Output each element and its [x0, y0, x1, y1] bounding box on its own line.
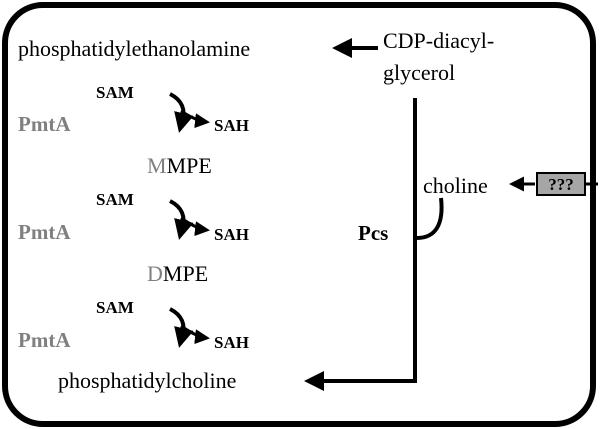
mmpe-suffix: MPE	[167, 153, 212, 178]
sam-to-sah-arrow-1	[180, 109, 210, 129]
methylation-arrow-3	[169, 307, 194, 348]
methylation-arrow-1	[169, 92, 194, 133]
dmpe-suffix: MPE	[163, 261, 208, 286]
dmpe-label: DMPE	[147, 261, 208, 286]
enzyme-pmta-2: PmtA	[18, 220, 71, 244]
cdp-diacylglycerol-label-line2: glycerol	[383, 60, 455, 85]
sah-label-3: SAH	[214, 333, 249, 352]
sam-label-3: SAM	[96, 298, 134, 317]
pcs-main-line	[304, 98, 417, 391]
transporter-label: ???	[548, 175, 574, 194]
sam-label-2: SAM	[96, 190, 134, 209]
sam-to-sah-arrow-2	[180, 216, 210, 237]
dmpe-prefix: D	[147, 261, 163, 286]
enzyme-pmta-3: PmtA	[18, 328, 71, 352]
choline-input-curve	[416, 197, 444, 240]
mmpe-label: MMPE	[147, 153, 212, 178]
sah-label-2: SAH	[214, 225, 249, 244]
enzyme-pmta-1: PmtA	[18, 112, 71, 136]
sam-label-1: SAM	[96, 83, 134, 102]
phosphatidylethanolamine-label: phosphatidylethanolamine	[18, 36, 250, 61]
enzyme-pcs: Pcs	[358, 221, 388, 245]
cdp-diacylglycerol-label-line1: CDP-diacyl-	[383, 28, 494, 53]
sah-label-1: SAH	[214, 116, 249, 135]
mmpe-prefix: M	[147, 153, 167, 178]
methylation-arrow-2	[169, 199, 194, 240]
choline-label: choline	[423, 173, 488, 198]
sam-to-sah-arrow-3	[180, 324, 210, 345]
phosphatidylcholine-label: phosphatidylcholine	[58, 368, 236, 393]
